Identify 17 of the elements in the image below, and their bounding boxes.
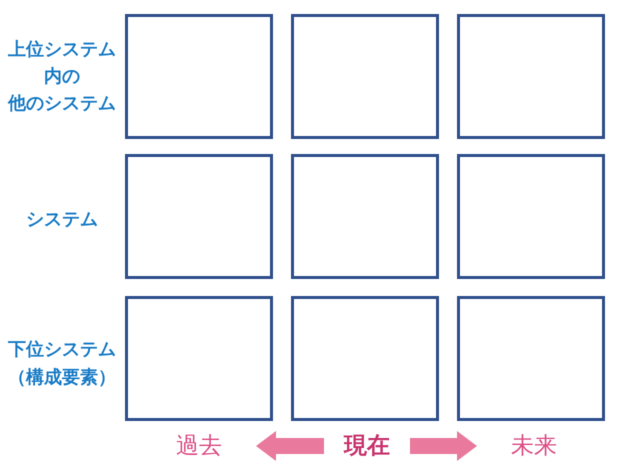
empty-panel: [291, 14, 439, 139]
row-label: システム: [26, 208, 98, 232]
empty-panel: [125, 14, 273, 139]
row-label: 下位システム（構成要素）: [8, 338, 116, 390]
empty-panel: [457, 296, 605, 421]
empty-panel: [291, 154, 439, 279]
empty-panel: [291, 296, 439, 421]
time-label: 現在: [342, 432, 391, 461]
empty-panel: [125, 154, 273, 279]
time-label: 未来: [510, 432, 558, 461]
row-label: 上位システム内の他のシステム: [8, 38, 116, 116]
arrow: [256, 431, 324, 461]
empty-panel: [457, 14, 605, 139]
empty-panel: [457, 154, 605, 279]
time-label: 過去: [175, 432, 223, 461]
empty-panel: [125, 296, 273, 421]
arrow: [410, 431, 477, 461]
